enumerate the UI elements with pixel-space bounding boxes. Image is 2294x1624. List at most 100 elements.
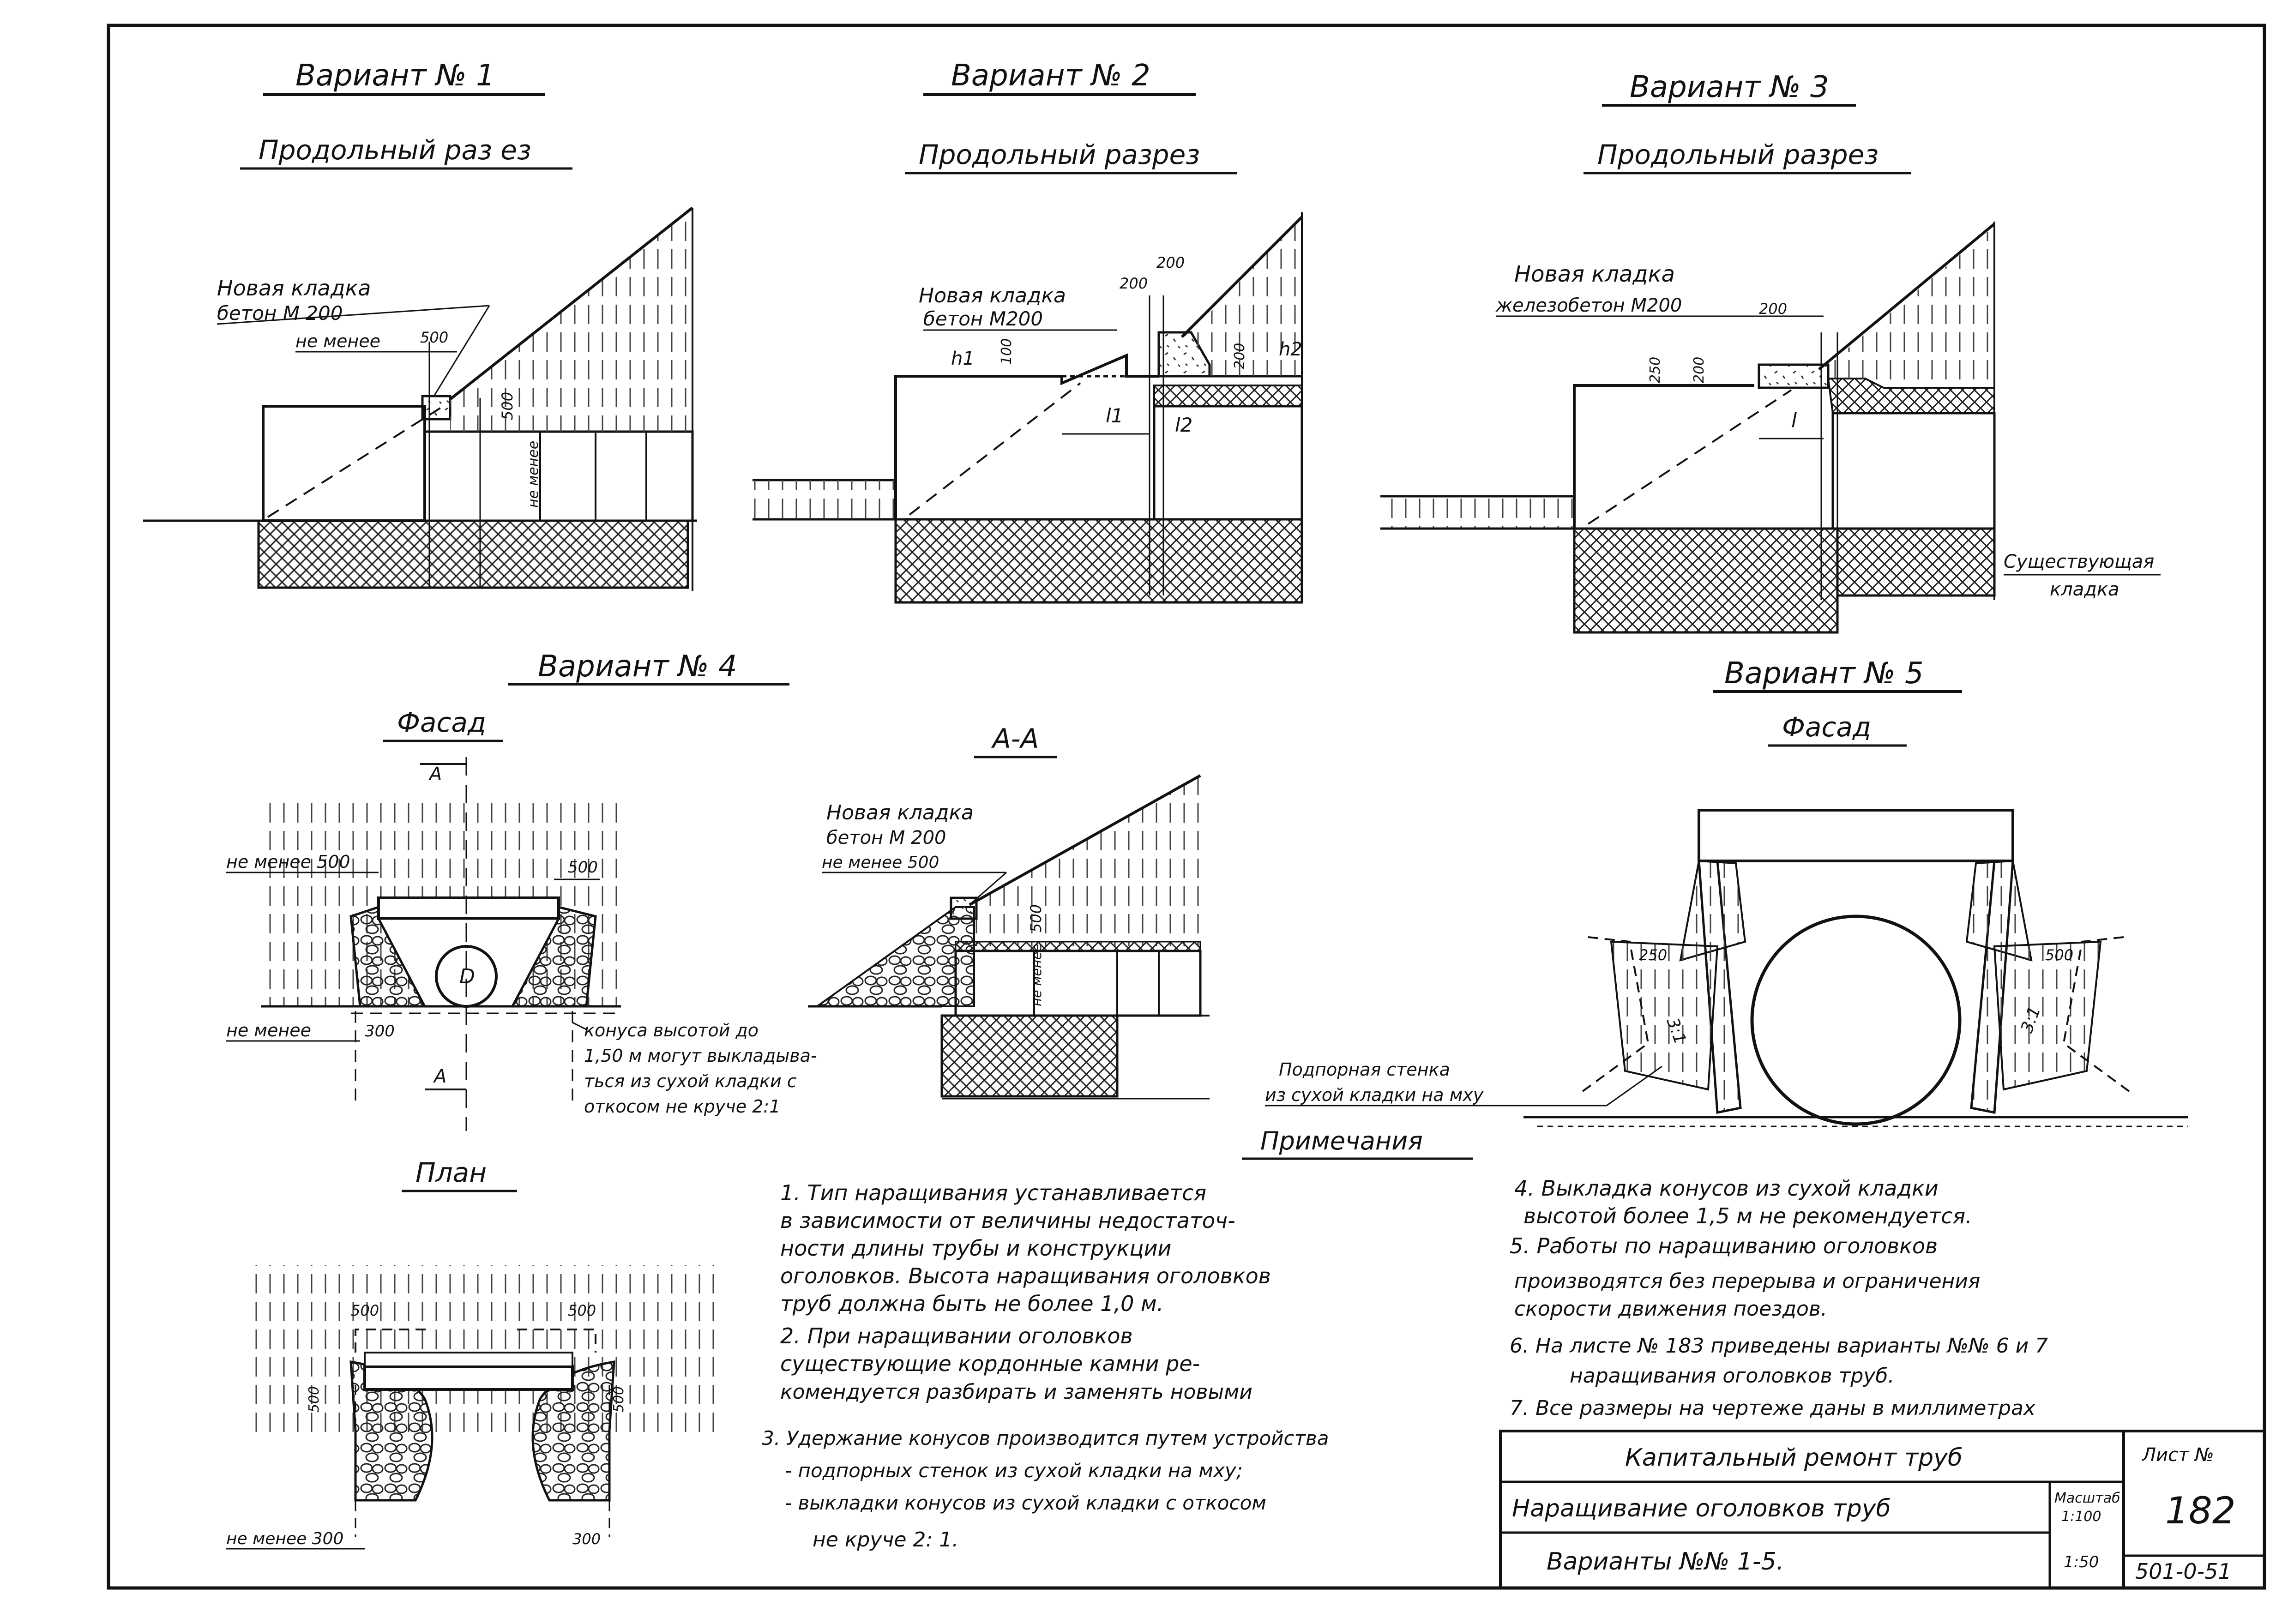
notes-heading: Примечания (1260, 1126, 1423, 1155)
variant-5-cone-right (1993, 940, 2102, 1091)
variant-4-cone-note-4: откосом не круче 2:1 (584, 1096, 780, 1117)
title-block-title-3: Варианты №№ 1-5. (1547, 1548, 1784, 1576)
title-block-code: 501-0-51 (2135, 1559, 2232, 1584)
title-block-sheet-number: 182 (2165, 1489, 2236, 1532)
variant-2: Вариант № 2 Продольный разрез Новая клад… (753, 59, 1303, 604)
variant-3-dim-200: 200 (1759, 300, 1787, 318)
variant-5: Вариант № 5 Фасад 250 500 3:1 3:1 Подпор… (1265, 656, 2188, 1127)
variant-1-dim-500: 500 (420, 329, 448, 346)
note-left-10: - подпорных стенок из сухой кладки на мх… (785, 1459, 1243, 1482)
variant-2-dim-200b: 200 (1156, 254, 1185, 271)
variant-3-pipe (1831, 412, 1996, 530)
variant-4-aa-new-masonry (950, 896, 978, 920)
variant-5-head (1698, 809, 2014, 862)
variant-5-dim-500: 500 (2045, 946, 2073, 964)
note-right-2: высотой более 1,5 м не рекомендуется. (1523, 1203, 1972, 1228)
title-block-scale-1: 1:100 (2061, 1509, 2101, 1525)
note-left-8: комендуется разбирать и заменять новыми (780, 1380, 1252, 1404)
note-right-6: 6. На листе № 183 приведены варианты №№ … (1510, 1334, 2048, 1358)
title-block-title-1: Капитальный ремонт труб (1625, 1444, 1963, 1472)
variant-4-plan-dim-500d: 500 (611, 1386, 627, 1413)
variant-5-title: Вариант № 5 (1724, 656, 1924, 691)
variant-1-min-vert: не менее (525, 441, 542, 508)
variant-4-aa-concrete-label: бетон М 200 (826, 827, 946, 848)
variant-4-min-bottom: не менее (226, 1020, 311, 1041)
variant-3-dim-200v: 200 (1691, 357, 1707, 383)
variant-4-cone-note-3: ться из сухой кладки с (584, 1071, 797, 1091)
note-left-2: в зависимости от величины недостаточ- (780, 1208, 1235, 1233)
title-block-sheet-label: Лист № (2141, 1444, 2214, 1466)
variant-3: Вариант № 3 Продольный разрез Новая клад… (1380, 70, 2161, 634)
variant-1-embankment (450, 208, 692, 432)
note-left-11: - выкладки конусов из сухой кладки с отк… (785, 1492, 1266, 1514)
variant-2-concrete-label: бетон М200 (923, 307, 1043, 330)
variant-4-head (377, 896, 560, 920)
variant-4-aa-stone-slope (814, 906, 975, 1007)
variant-4-pipe-d: D (459, 965, 475, 988)
variant-4-aa-pipe (954, 950, 1202, 1017)
variant-4-aa-embankment (974, 776, 1200, 946)
title-block: Капитальный ремонт труб Наращивание огол… (1499, 1430, 2266, 1589)
variant-4-plan-dim-500a: 500 (351, 1302, 379, 1319)
variant-1-concrete-label: бетон М 200 (217, 302, 343, 325)
variant-2-l2: l2 (1175, 414, 1192, 436)
variant-3-section-title: Продольный разрез (1597, 139, 1879, 170)
variant-1-new-masonry-label: Новая кладка (217, 276, 371, 301)
variant-5-facade-title: Фасад (1782, 711, 1871, 743)
variant-3-new-masonry (1758, 363, 1830, 389)
variant-3-title: Вариант № 3 (1630, 70, 1829, 104)
variant-4-aa-min-vert: не менее (1029, 944, 1044, 1006)
note-left-5: труб должна быть не более 1,0 м. (780, 1291, 1163, 1316)
variant-4-aa-dim-500: 500 (1027, 904, 1045, 932)
variant-3-l: l (1791, 409, 1797, 432)
variant-3-embankment (1828, 226, 1994, 388)
note-left-7: существующие кордонные камни ре- (780, 1351, 1200, 1376)
note-right-7: наращивания оголовков труб. (1570, 1364, 1894, 1388)
variant-4-section-aa-title: А-А (991, 723, 1039, 754)
variant-4-cone-note-2: 1,50 м могут выкладыва- (584, 1046, 817, 1066)
variant-4-plan-embankment (249, 1265, 725, 1436)
variant-4-plan-min300: не менее 300 (226, 1529, 343, 1548)
variant-1-section-title: Продольный раз ез (259, 134, 531, 166)
variant-4-facade-title: Фасад (397, 707, 486, 738)
variant-2-head (894, 353, 1159, 519)
variant-2-dim-200a: 200 (1120, 275, 1148, 292)
note-right-3: 5. Работы по наращиванию оголовков (1510, 1233, 1938, 1258)
variant-1: Вариант № 1 Продольный раз ез Новая клад… (143, 59, 697, 591)
variant-1-new-masonry (421, 395, 452, 421)
variant-3-dim-250: 250 (1647, 357, 1663, 383)
variant-4-plan-head (363, 1365, 574, 1391)
variant-4-plan-dim-500b: 500 (568, 1302, 596, 1319)
variant-2-foundation (894, 518, 1303, 604)
variant-2-h2: h2 (1279, 339, 1302, 360)
variant-2-section-title: Продольный разрез (919, 139, 1200, 170)
variant-5-wall-note-2: из сухой кладки на мху (1265, 1085, 1484, 1105)
variant-4-title: Вариант № 4 (538, 650, 737, 684)
note-left-3: ности длины трубы и конструкции (780, 1236, 1171, 1261)
variant-4-min500: не менее 500 (226, 852, 350, 872)
variant-3-concrete-label: железобетон М200 (1495, 295, 1682, 316)
variant-5-cone-left (1610, 940, 1719, 1091)
variant-4-cone-note-1: конуса высотой до (584, 1020, 759, 1041)
variant-1-pipe (423, 430, 694, 522)
variant-3-existing-label-2: кладка (2050, 579, 2119, 600)
note-left-1: 1. Тип наращивания устанавливается (780, 1180, 1206, 1205)
note-right-8: 7. Все размеры на чертеже даны в миллиме… (1510, 1396, 2036, 1420)
variant-1-title: Вариант № 1 (295, 59, 495, 93)
variant-5-dim-250: 250 (1639, 946, 1667, 964)
note-right-1: 4. Выкладка конусов из сухой кладки (1514, 1176, 1939, 1201)
variant-4-aa-foundation (940, 1014, 1119, 1098)
variant-3-foundation (1573, 527, 1839, 634)
variant-4-plan-dashed (355, 1329, 596, 1353)
variant-3-new-masonry-label: Новая кладка (1514, 261, 1675, 287)
variant-3-existing-label: Существующая (2004, 551, 2154, 572)
title-block-scale-label: Масштаб (2054, 1490, 2120, 1506)
variant-1-min-label: не менее (295, 331, 380, 351)
note-right-5: скорости движения поездов. (1514, 1297, 1827, 1321)
variant-4-aa-new-masonry-label: Новая кладка (826, 801, 974, 824)
variant-2-embankment (1191, 217, 1302, 376)
title-block-scale-2: 1:50 (2064, 1553, 2099, 1571)
note-left-4: оголовков. Высота наращивания оголовков (780, 1263, 1271, 1288)
variant-4-plan-dim-300: 300 (572, 1530, 601, 1548)
